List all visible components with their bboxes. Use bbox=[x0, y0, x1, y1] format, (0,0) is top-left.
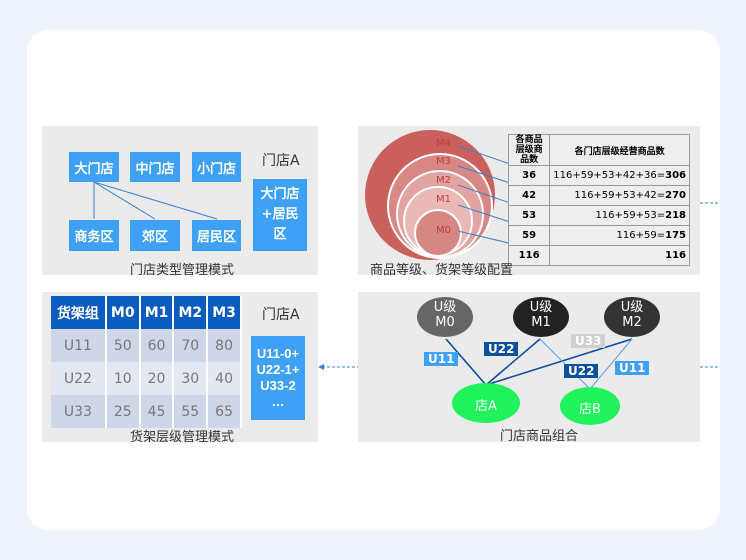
area-residential: 居民区 bbox=[192, 220, 241, 251]
area-suburb: 郊区 bbox=[130, 220, 180, 251]
store-label: 门店A bbox=[262, 307, 300, 323]
store-count: 116+59+53+42=270 bbox=[549, 185, 690, 206]
column-header: M1 bbox=[139, 296, 175, 329]
caption: 门店商品组合 bbox=[500, 429, 579, 444]
tag-u22-b: U22 bbox=[564, 364, 599, 378]
store-type-medium: 中门店 bbox=[130, 152, 180, 182]
ring-label-m3: M3 bbox=[436, 156, 451, 167]
column-header: 货架组 bbox=[51, 296, 107, 329]
tag-u33: U33 bbox=[571, 334, 606, 348]
level-rings bbox=[365, 130, 514, 260]
level-m2-node bbox=[604, 297, 660, 337]
table-cell: U22 bbox=[51, 362, 107, 395]
store-b-node bbox=[560, 387, 620, 425]
level-count: 53 bbox=[507, 205, 551, 226]
level-count: 36 bbox=[507, 165, 551, 186]
table-cell: 40 bbox=[207, 362, 242, 395]
caption: 商品等级、货架等级配置 bbox=[370, 263, 514, 278]
tag-u22: U22 bbox=[484, 342, 519, 356]
content-card bbox=[27, 30, 720, 530]
table-cell: 50 bbox=[105, 329, 141, 362]
store-label: 门店A bbox=[262, 153, 300, 169]
result-line: U11-0+ bbox=[256, 346, 300, 361]
level-count: 59 bbox=[507, 225, 551, 246]
level-count: 116 bbox=[507, 245, 551, 266]
store-type-panel: 大门店 中门店 小门店 门店A 商务区 郊区 居民区 大门店+居民区 门店类型管… bbox=[42, 126, 318, 278]
tag-u11-b: U11 bbox=[615, 361, 650, 375]
combo-graph bbox=[417, 297, 660, 425]
store-a-label: 店A bbox=[475, 399, 497, 414]
table-cell: 60 bbox=[139, 329, 175, 362]
result-line: … bbox=[271, 394, 285, 409]
level-count: 42 bbox=[507, 185, 551, 206]
table-cell: U11 bbox=[51, 329, 107, 362]
table-cell: 30 bbox=[173, 362, 209, 395]
store-a-node bbox=[452, 383, 520, 423]
column-header: M2 bbox=[173, 296, 209, 329]
caption: 门店类型管理模式 bbox=[130, 263, 235, 278]
result-line: U33-2 bbox=[260, 378, 296, 393]
level-m1-node bbox=[513, 297, 569, 337]
ring-label-m1: M1 bbox=[436, 194, 451, 205]
store-count: 116+59=175 bbox=[549, 225, 690, 246]
store-count: 116+59+53+42+36=306 bbox=[549, 165, 690, 186]
result-line: U22-1+ bbox=[256, 362, 300, 377]
store-result-box: 大门店+居民区 bbox=[253, 179, 307, 251]
store-count: 116+59+53=218 bbox=[549, 205, 690, 226]
store-type-arrows bbox=[93, 181, 218, 220]
header-level-count: 各商品层级商品数 bbox=[507, 134, 551, 166]
table-cell: 70 bbox=[173, 329, 209, 362]
area-business: 商务区 bbox=[69, 220, 119, 251]
table-cell: U33 bbox=[51, 395, 107, 428]
ring-label-m4: M4 bbox=[436, 138, 451, 149]
table-cell: 20 bbox=[139, 362, 175, 395]
table-cell: 25 bbox=[105, 395, 141, 428]
table-cell: 45 bbox=[139, 395, 175, 428]
store-type-small: 小门店 bbox=[192, 152, 241, 182]
ring-label-m2: M2 bbox=[436, 175, 451, 186]
table-cell: 10 bbox=[105, 362, 141, 395]
store-type-large: 大门店 bbox=[69, 152, 119, 182]
caption: 货架层级管理模式 bbox=[130, 430, 235, 445]
level-m0-node bbox=[417, 297, 473, 337]
store-b-label: 店B bbox=[579, 402, 601, 417]
ring-label-m0: M0 bbox=[436, 225, 451, 236]
tag-u11: U11 bbox=[424, 352, 459, 366]
column-header: M0 bbox=[105, 296, 141, 329]
ring-m0 bbox=[414, 209, 462, 257]
store-count: 116 bbox=[549, 245, 690, 266]
table-cell: 65 bbox=[207, 395, 242, 428]
column-header: M3 bbox=[207, 296, 242, 329]
table-cell: 55 bbox=[173, 395, 209, 428]
table-cell: 80 bbox=[207, 329, 242, 362]
header-store-count: 各门店层级经营商品数 bbox=[549, 134, 690, 166]
shelf-result-box: U11-0+U22-1+U33-2… bbox=[251, 336, 305, 420]
